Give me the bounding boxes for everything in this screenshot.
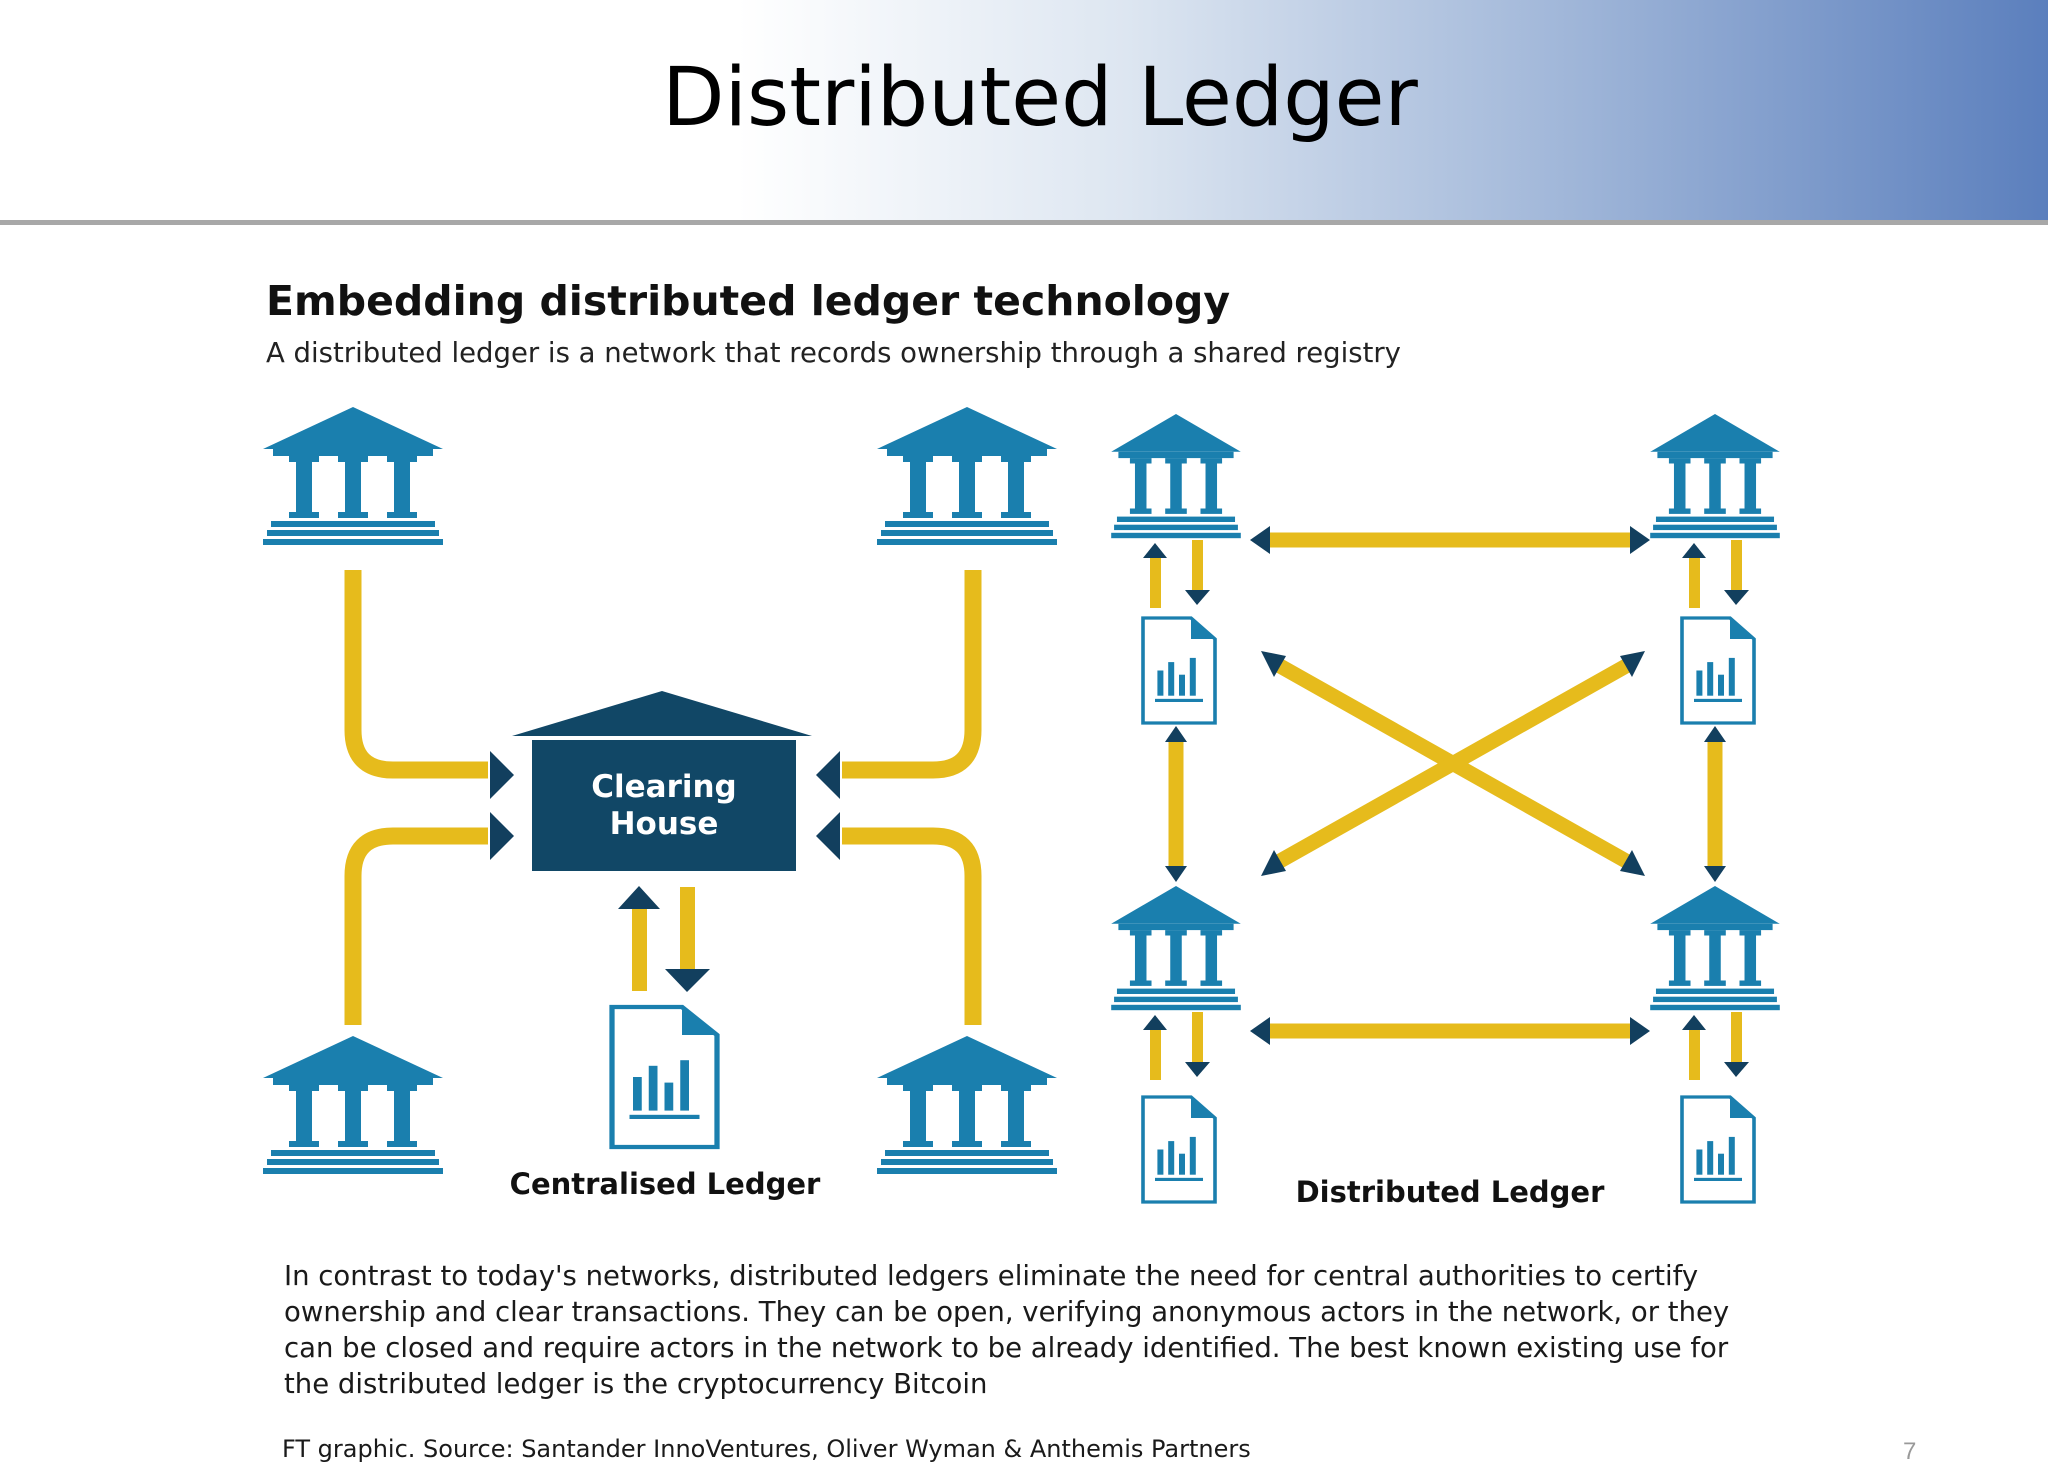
figure-caption: In contrast to today's networks, distrib… (284, 1258, 1754, 1402)
ledger-document-icon (1141, 616, 1217, 725)
bank-building-icon (1111, 886, 1241, 1011)
caption-line: In contrast to today's networks, distrib… (284, 1260, 1699, 1292)
distributed-node-bottom-left (1111, 886, 1241, 1204)
bank-building-icon (1650, 886, 1780, 1011)
distributed-node-top-left (1111, 414, 1241, 725)
distributed-connectors (1168, 532, 1723, 1039)
bank-building-icon (1111, 414, 1241, 539)
connector-bottom-left (344, 827, 488, 1025)
distributed-arrowheads (1165, 526, 1726, 1045)
distributed-node-top-right (1650, 414, 1780, 725)
caption-line: the distributed ledger is the cryptocurr… (284, 1368, 988, 1400)
figure-subheading: A distributed ledger is a network that r… (266, 337, 1401, 369)
ledger-document-icon (1680, 1095, 1756, 1204)
header-divider (0, 220, 2048, 225)
slide-number: 7 (1903, 1438, 1917, 1465)
bank-building-icon (263, 407, 443, 545)
clearing-house-label: House (610, 806, 719, 842)
caption-line: ownership and clear transactions. They c… (284, 1296, 1730, 1328)
centralised-arrowheads (490, 751, 840, 860)
bank-building-icon (263, 1036, 443, 1174)
slide-title: Distributed Ledger (662, 51, 1418, 145)
bank-building-icon (877, 1036, 1057, 1174)
figure-source: FT graphic. Source: Santander InnoVentur… (282, 1435, 1251, 1463)
connector-diagonal (1276, 659, 1630, 868)
connector-top-left (344, 570, 488, 779)
arrowhead-right (490, 812, 514, 860)
connector-bottom-right (842, 827, 982, 1025)
centralised-ledger-label: Centralised Ledger (510, 1167, 821, 1201)
arrowhead-right (490, 751, 514, 799)
centralised-connectors (344, 570, 982, 1025)
figure-heading: Embedding distributed ledger technology (266, 277, 1231, 325)
ledger-document-icon (1141, 1095, 1217, 1204)
central-ledger-link (618, 886, 710, 992)
ledger-document-icon (1680, 616, 1756, 725)
distributed-ledger-label: Distributed Ledger (1296, 1175, 1606, 1209)
slide-header (0, 0, 2048, 222)
connector-top-right (842, 570, 982, 779)
ledger-document-icon (612, 1007, 717, 1147)
bank-building-icon (1650, 414, 1780, 539)
arrowhead-left (816, 812, 840, 860)
bank-building-icon (877, 407, 1057, 545)
clearing-house-label: Clearing (591, 769, 737, 805)
caption-line: can be closed and require actors in the … (284, 1332, 1729, 1364)
arrowhead-left (816, 751, 840, 799)
clearing-house: Clearing House (512, 691, 812, 871)
distributed-node-bottom-right (1650, 886, 1780, 1204)
